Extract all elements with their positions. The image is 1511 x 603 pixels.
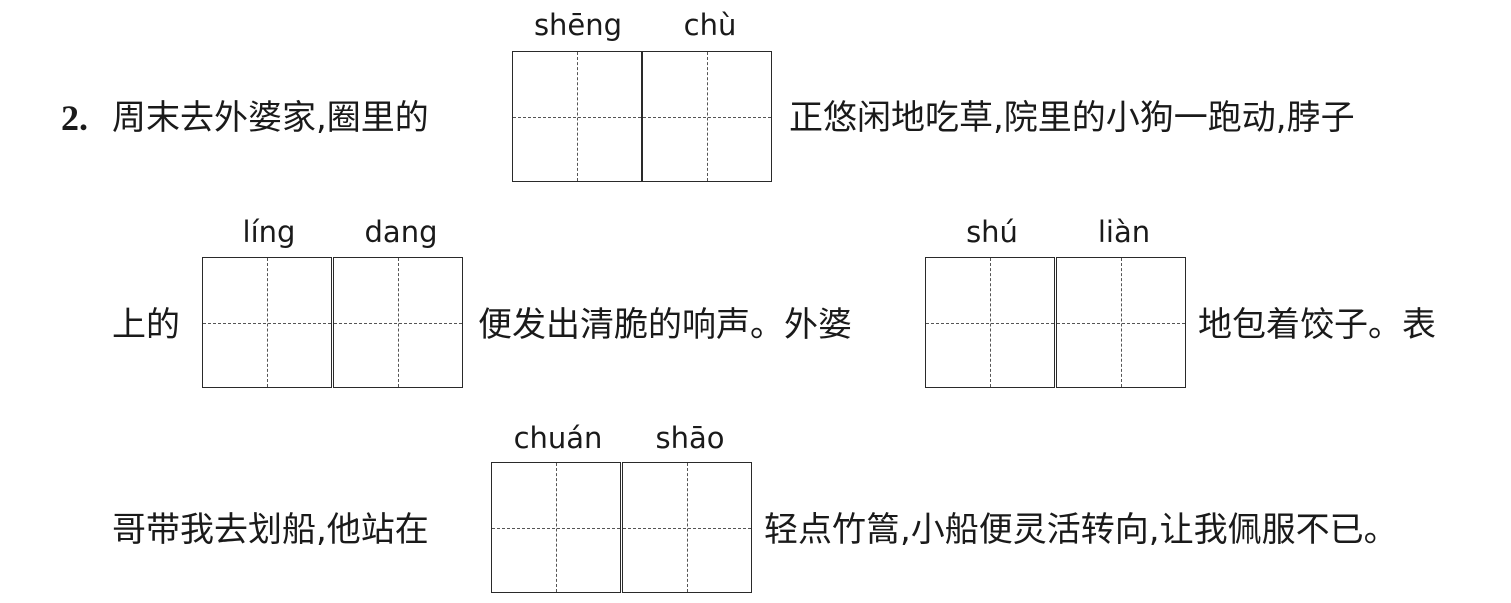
question-number: 2. bbox=[61, 98, 88, 138]
pinyin-shu: shú bbox=[966, 215, 1018, 249]
pinyin-dang: dang bbox=[364, 215, 438, 249]
pinyin-chuan: chuán bbox=[513, 421, 603, 455]
sentence-segment-5: 地包着饺子。表 bbox=[1198, 305, 1436, 345]
sentence-segment-1: 周末去外婆家,圈里的 bbox=[112, 98, 429, 138]
writing-box-lian[interactable] bbox=[1056, 257, 1186, 388]
writing-box-chu[interactable] bbox=[642, 51, 772, 182]
writing-box-sheng[interactable] bbox=[512, 51, 642, 182]
sentence-segment-3: 上的 bbox=[112, 305, 180, 345]
sentence-segment-4: 便发出清脆的响声。外婆 bbox=[478, 305, 852, 345]
writing-box-dang[interactable] bbox=[333, 257, 463, 388]
writing-box-shu[interactable] bbox=[925, 257, 1055, 388]
writing-box-chuan[interactable] bbox=[491, 462, 621, 593]
pinyin-chu: chù bbox=[683, 8, 737, 42]
pinyin-ling: líng bbox=[242, 215, 296, 249]
sentence-segment-6: 哥带我去划船,他站在 bbox=[112, 510, 429, 550]
pinyin-sheng: shēng bbox=[533, 8, 623, 42]
writing-box-ling[interactable] bbox=[202, 257, 332, 388]
writing-box-shao[interactable] bbox=[622, 462, 752, 593]
pinyin-shao: shāo bbox=[655, 421, 725, 455]
sentence-segment-2: 正悠闲地吃草,院里的小狗一跑动,脖子 bbox=[789, 98, 1355, 138]
sentence-segment-7: 轻点竹篙,小船便灵活转向,让我佩服不已。 bbox=[764, 510, 1398, 550]
pinyin-lian: liàn bbox=[1097, 215, 1151, 249]
